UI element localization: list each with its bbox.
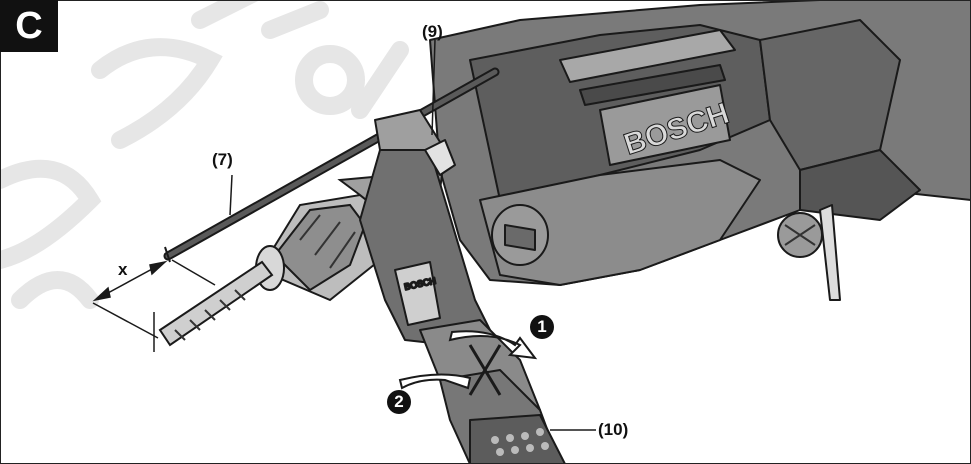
callout-10: (10): [598, 420, 629, 439]
dimension-x-label: x: [118, 260, 128, 279]
dimension-x: [92, 259, 216, 352]
step-1-badge: 1: [530, 315, 554, 339]
step-2-badge: 2: [387, 390, 411, 414]
leader-lines: [229, 39, 596, 431]
grip-texture: [491, 428, 549, 456]
depth-stop-rod: [163, 67, 500, 263]
drill-body: [429, 0, 971, 301]
watermark: [0, 0, 409, 309]
drill-bit: [158, 260, 274, 347]
leader-7: [229, 174, 233, 216]
rotation-arrows: [398, 330, 538, 396]
leader-9: [431, 39, 436, 136]
callout-7: (7): [212, 150, 233, 169]
callout-9: (9): [422, 22, 443, 41]
panel-letter-badge: C: [0, 0, 58, 52]
